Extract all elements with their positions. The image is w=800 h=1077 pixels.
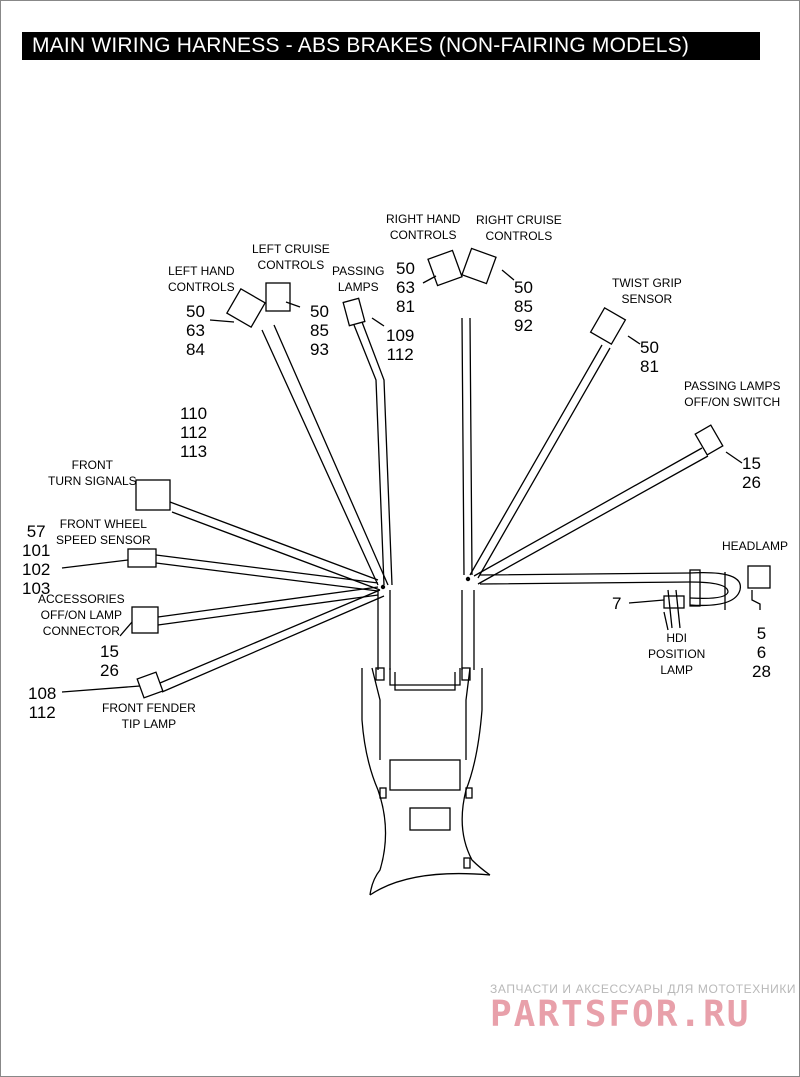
wire-right-controls xyxy=(461,317,473,576)
headlamp-connector xyxy=(747,565,771,589)
wire-front-wheel-sensor xyxy=(155,554,379,592)
connector-twist-grip xyxy=(589,306,627,346)
connector-left-cruise xyxy=(265,282,291,312)
wire-twist-grip xyxy=(469,344,611,579)
connector-right-hand xyxy=(427,249,463,287)
connector-left-hand xyxy=(225,287,267,329)
refs-front-fender-tip-lamp: 108 112 xyxy=(28,684,57,722)
refs-twist-grip-sensor: 50 81 xyxy=(640,338,659,376)
refs-left-hand-controls: 50 63 84 xyxy=(186,302,205,359)
refs-front-wheel-speed-sensor: 57 101 102 103 xyxy=(22,522,51,598)
wire-front-turn-signals xyxy=(169,501,381,591)
label-twist-grip-sensor: TWIST GRIP SENSOR xyxy=(612,276,682,306)
connector-fender-tip xyxy=(136,671,164,699)
wire-fender-tip xyxy=(159,589,385,693)
wire-left-hand-controls xyxy=(261,324,389,586)
refs-hdi-position-lamp: 7 xyxy=(612,594,622,613)
refs-passing-lamps: 109 112 xyxy=(386,326,415,364)
connector-turn-signals xyxy=(135,479,171,511)
refs-accessories-lamp-connector: 15 26 xyxy=(100,642,119,680)
refs-right-hand-controls: 50 63 81 xyxy=(396,259,415,316)
label-passing-lamps: PASSING LAMPS xyxy=(332,264,385,294)
connector-right-cruise xyxy=(461,247,497,285)
headlamp-loop xyxy=(689,571,742,607)
frame-outline xyxy=(361,668,387,896)
label-left-cruise-controls: LEFT CRUISE CONTROLS xyxy=(252,242,330,272)
refs-left-cruise-controls: 50 85 93 xyxy=(310,302,329,359)
trunk-right xyxy=(461,590,475,670)
connector-passing-lamps xyxy=(342,297,366,327)
connector-accessories xyxy=(131,606,159,634)
label-front-wheel-speed-sensor: FRONT WHEEL SPEED SENSOR xyxy=(56,517,151,547)
wire-accessories xyxy=(157,586,379,626)
label-left-hand-controls: LEFT HAND CONTROLS xyxy=(168,264,235,294)
label-accessories-lamp-connector: ACCESSORIES OFF/ON LAMP CONNECTOR xyxy=(38,592,125,638)
wire-passing-lamps xyxy=(353,321,393,586)
refs-passing-lamps-switch: 15 26 xyxy=(742,454,761,492)
wire-headlamp xyxy=(479,572,691,585)
label-right-cruise-controls: RIGHT CRUISE CONTROLS xyxy=(476,213,562,243)
label-passing-lamps-switch: PASSING LAMPS OFF/ON SWITCH xyxy=(684,379,781,409)
connector-wheel-sensor xyxy=(127,548,157,568)
trunk-left xyxy=(377,590,391,670)
label-right-hand-controls: RIGHT HAND CONTROLS xyxy=(386,212,461,242)
watermark-brand: PARTSFOR.RU xyxy=(490,994,751,1035)
refs-front-turn-signals: 110 112 113 xyxy=(180,404,208,461)
page-title: MAIN WIRING HARNESS - ABS BRAKES (NON-FA… xyxy=(22,32,760,60)
watermark-tagline: ЗАПЧАСТИ И АКСЕССУАРЫ ДЛЯ МОТОТЕХНИКИ xyxy=(490,982,797,996)
wire-switch xyxy=(473,447,709,585)
label-hdi-position-lamp: HDI POSITION LAMP xyxy=(648,631,706,677)
refs-right-cruise-controls: 50 85 92 xyxy=(514,278,533,335)
connector-switch xyxy=(694,424,724,456)
refs-headlamp: 5 6 28 xyxy=(752,624,771,681)
label-front-fender-tip-lamp: FRONT FENDER TIP LAMP xyxy=(102,701,196,731)
label-front-turn-signals: FRONT TURN SIGNALS xyxy=(48,458,137,488)
label-headlamp: HEADLAMP xyxy=(722,539,789,553)
